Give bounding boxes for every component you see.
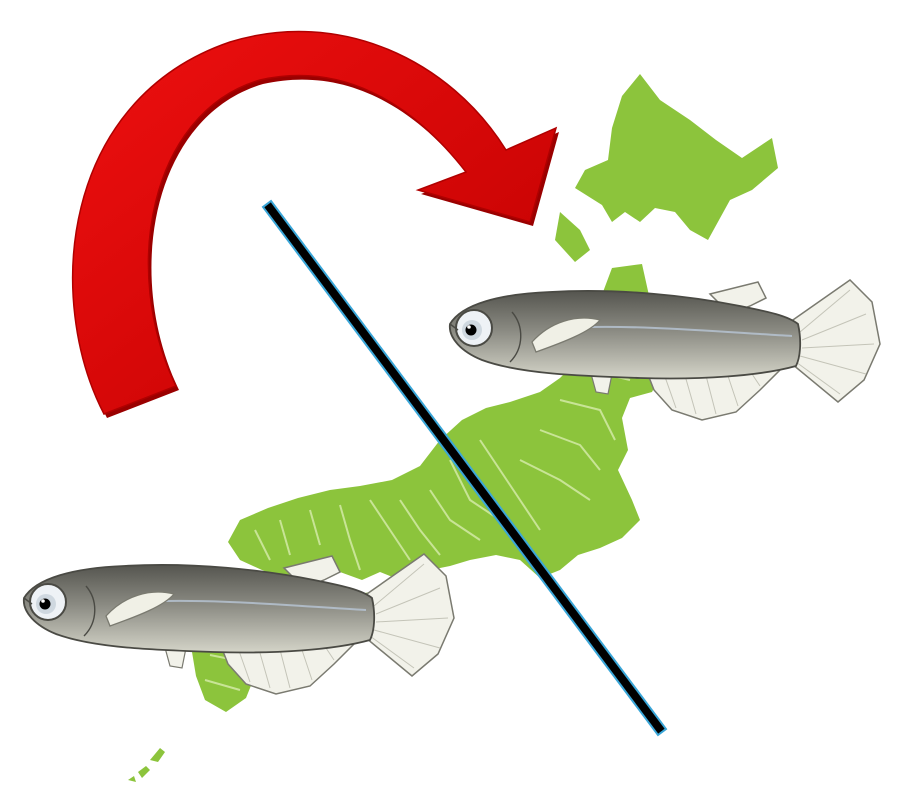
hokkaido-peninsula	[555, 212, 590, 262]
medaka-fish-icon	[450, 280, 880, 420]
hokkaido-shape	[575, 74, 778, 240]
okinawa-islands	[128, 748, 165, 782]
